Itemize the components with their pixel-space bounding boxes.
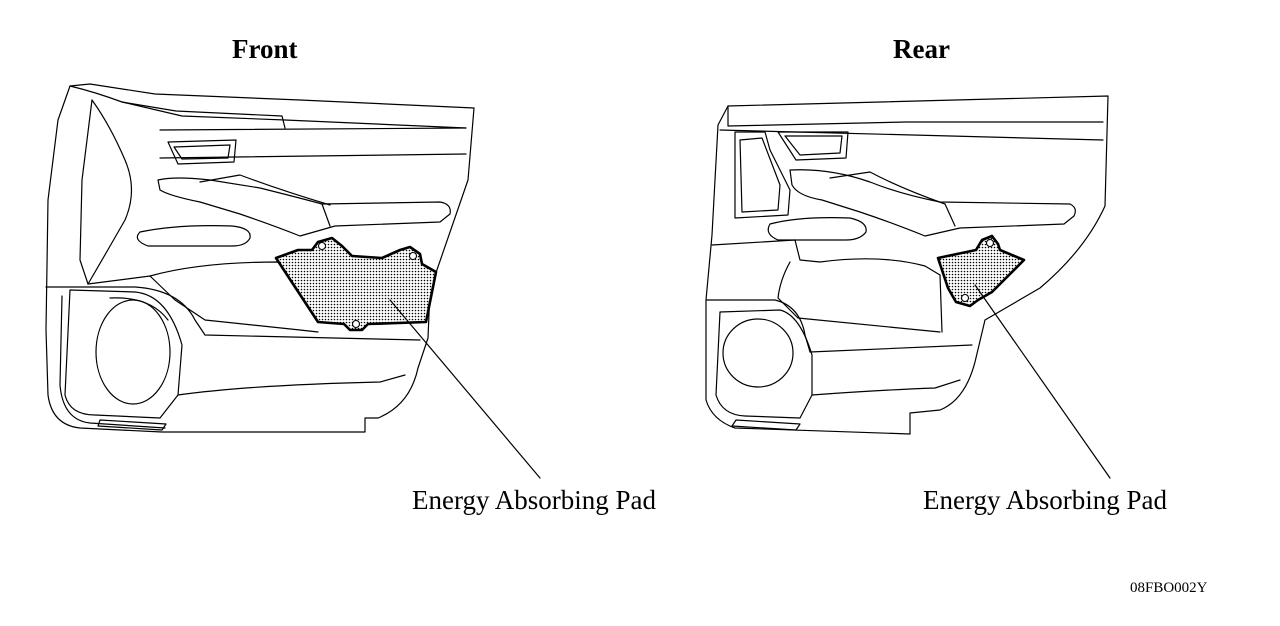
rear-door-trim-panel: [705, 95, 1109, 435]
rear-heading: Rear: [893, 34, 950, 64]
front-energy-absorbing-pad: [274, 236, 438, 332]
figure-code: 08FBO002Y: [1130, 580, 1208, 596]
front-door-trim-panel: [45, 83, 475, 433]
front-pad-leader-line: [389, 299, 541, 479]
rear-energy-absorbing-pad: [936, 234, 1026, 308]
front-pad-label: Energy Absorbing Pad: [412, 485, 656, 515]
rear-pad-label: Energy Absorbing Pad: [923, 485, 1167, 515]
rear-pad-leader-line: [974, 284, 1111, 479]
front-heading: Front: [232, 34, 298, 64]
